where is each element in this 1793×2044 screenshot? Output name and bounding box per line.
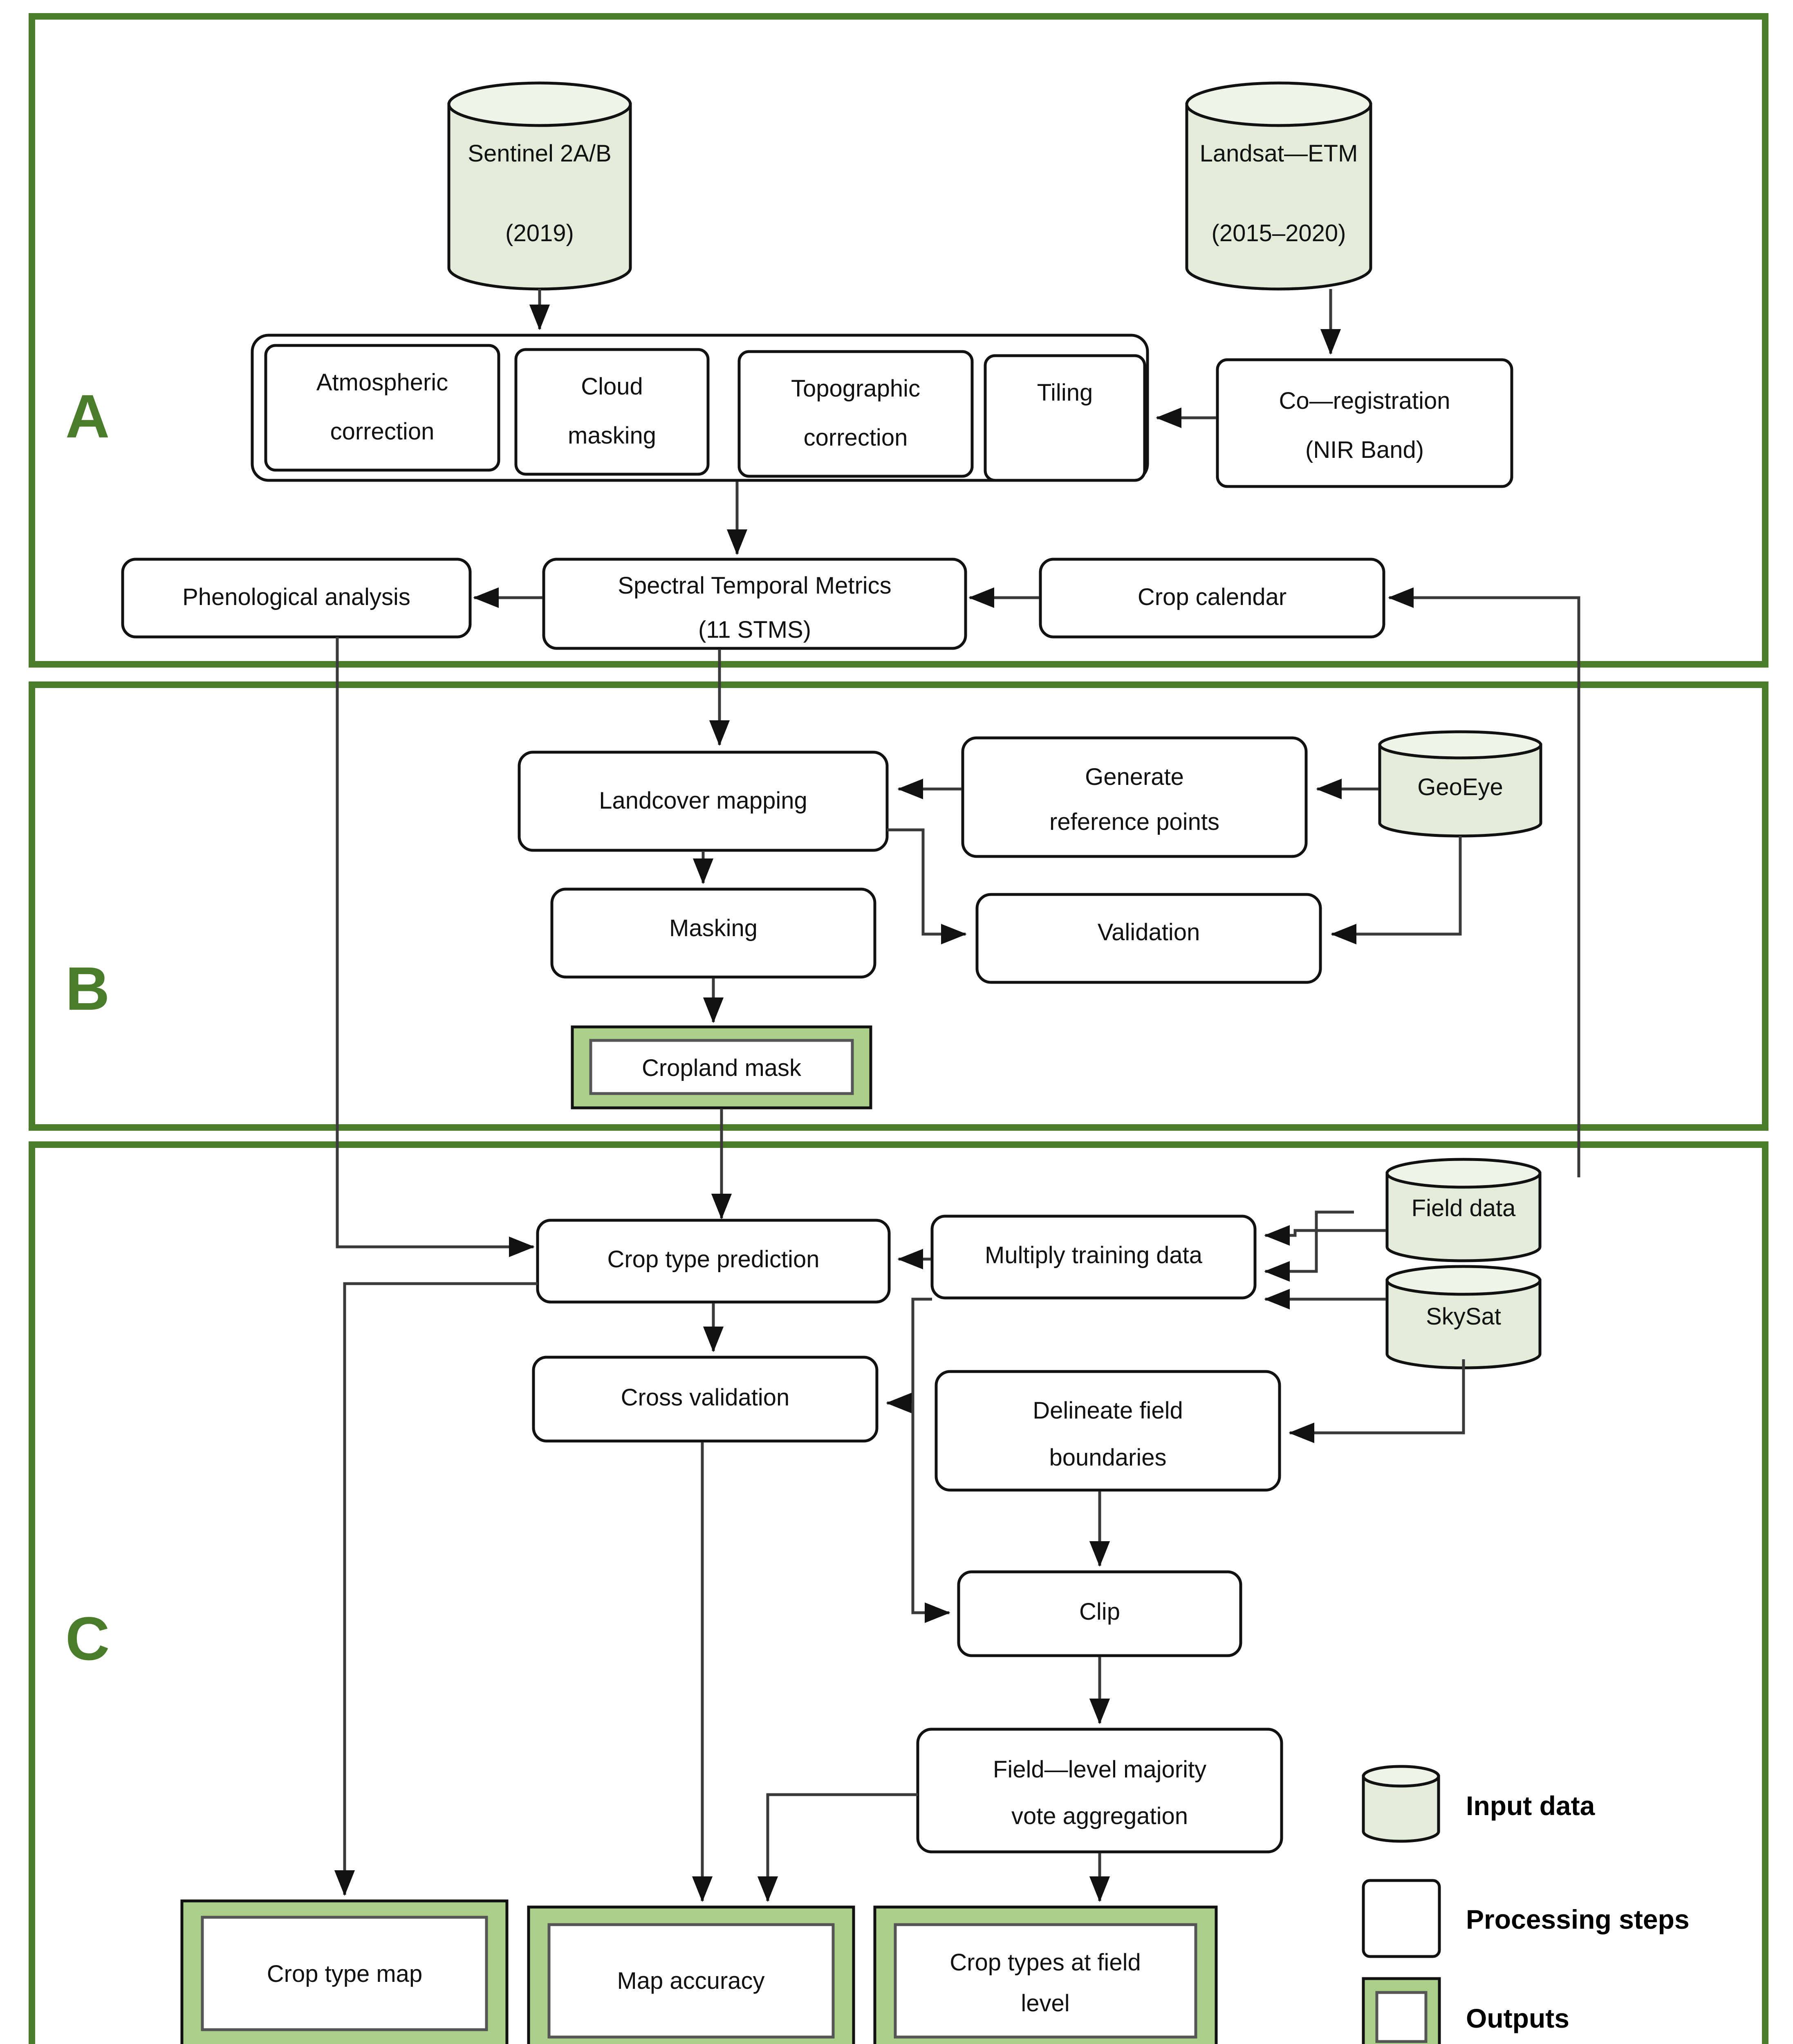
process-label-line2: masking [568,422,656,449]
process-label-line1: Multiply training data [985,1242,1203,1269]
process-label-line2: (11 STMS) [698,616,811,643]
arrow-fielddata-to-multiply-2 [1264,1210,1354,1282]
process-label-line1: Spectral Temporal Metrics [618,572,891,599]
process-box-spectral-temporal-metrics[interactable]: Spectral Temporal Metrics (11 STMS) [542,558,967,650]
output-box-cropland-mask: Cropland mask [571,1025,872,1109]
arrow-prediction-to-croptypemap [334,1282,538,1896]
process-box-masking[interactable]: Masking [550,888,876,979]
section-letter-a: A [65,382,110,450]
process-label-line2: reference points [1049,809,1219,835]
section-a-frame [29,13,1768,668]
process-label-line1: Generate [1085,764,1184,790]
process-label-line1: Delineate field [1033,1397,1183,1424]
process-label-line1: Cloud [581,373,643,400]
process-box-validation[interactable]: Validation [975,893,1322,984]
cylinder-label-line2: (2015–2020) [1212,220,1346,247]
input-cylinder-geoeye: GeoEye [1378,730,1542,838]
process-label-line1: Masking [669,915,758,941]
output-label-line2: level [1021,1990,1069,2017]
process-label-line1: Validation [1098,919,1200,946]
cylinder-label-line2: (2019) [505,220,574,247]
output-box-crop-types-field-level: Crop types at field level [873,1905,1218,2044]
output-box-crop-type-map: Crop type map [180,1899,509,2044]
process-box-delineate-field-boundaries[interactable]: Delineate field boundaries [935,1370,1281,1492]
process-box-tiling[interactable]: Tiling [984,354,1146,482]
arrow-majority-to-mapaccuracy [757,1793,918,1902]
section-c-frame [29,1141,1768,2044]
legend-item-processing-steps: Processing steps [1362,1879,1690,1958]
arrow-geoeye-to-validation [1331,836,1462,945]
process-label-line1: Clip [1079,1598,1120,1625]
process-label-line2: correction [330,418,435,445]
arrow-landcover-to-validation [887,828,967,945]
cylinder-label-line1: Field data [1412,1195,1516,1221]
cylinder-label-line1: Landsat—ETM [1200,140,1358,167]
process-box-landcover-mapping[interactable]: Landcover mapping [518,751,889,852]
process-box-cloud-masking[interactable]: Cloud masking [514,348,710,476]
output-label-line1: Map accuracy [617,1968,764,1994]
cylinder-label-line1: SkySat [1426,1303,1501,1330]
process-box-phenological-analysis[interactable]: Phenological analysis [121,558,472,639]
process-box-crop-calendar[interactable]: Crop calendar [1039,558,1385,639]
legend-item-outputs: Outputs [1362,1977,1569,2044]
section-b-frame [29,681,1768,1131]
process-box-multiply-training-data[interactable]: Multiply training data [930,1215,1257,1300]
input-cylinder-sentinel: Sentinel 2A/B (2019) [447,81,632,291]
process-box-crop-type-prediction[interactable]: Crop type prediction [536,1219,891,1304]
process-box-topographic[interactable]: Topographic correction [737,350,974,478]
legend-label-input-data: Input data [1466,1791,1596,1821]
process-label-line2: correction [804,424,908,451]
input-cylinder-landsat: Landsat—ETM (2015–2020) [1185,81,1372,291]
process-label-line1: Topographic [791,375,920,402]
arrow-skysat-to-delineate [1289,1359,1465,1443]
process-box-clip[interactable]: Clip [957,1570,1242,1657]
process-box-cross-validation[interactable]: Cross validation [532,1356,879,1443]
process-label-line1: Tiling [1037,379,1093,406]
process-box-generate-reference-points[interactable]: Generate reference points [961,736,1308,858]
process-label-line1: Phenological analysis [182,584,410,610]
process-label-line1: Crop calendar [1138,584,1286,610]
input-cylinder-field-data: Field data [1385,1158,1542,1262]
process-label-line1: Co—registration [1279,388,1450,414]
legend-item-input-data: Input data [1362,1765,1596,1843]
arrow-multiply-to-crossval [886,1298,932,1414]
process-box-coregistration[interactable]: Co—registration (NIR Band) [1216,358,1513,488]
process-label-line1: Landcover mapping [599,787,807,814]
output-label-line1: Crop type map [267,1961,422,1987]
output-box-map-accuracy: Map accuracy [527,1905,855,2044]
cylinder-label-line1: GeoEye [1417,774,1503,800]
process-label-line1: Atmospheric [316,369,448,396]
process-box-atmospheric[interactable]: Atmospheric correction [264,344,500,472]
process-label-line2: vote aggregation [1011,1803,1188,1829]
legend-label-processing-steps: Processing steps [1466,1904,1690,1934]
arrow-multiply-to-clip [911,1403,950,1623]
process-box-majority-vote[interactable]: Field—level majority vote aggregation [916,1728,1283,1853]
process-label-line2: boundaries [1049,1444,1167,1471]
connector-fielddata-to-cropcalendar [1388,587,1580,1177]
arrow-fielddata-to-multiply [1264,1225,1386,1246]
output-label-line1: Cropland mask [642,1055,802,1081]
section-letter-c: C [65,1604,110,1673]
legend-label-outputs: Outputs [1466,2003,1569,2033]
process-label-line2: (NIR Band) [1305,437,1424,463]
input-cylinder-skysat: SkySat [1385,1265,1542,1369]
legend: Input data Processing steps Outputs [1362,1765,1690,2044]
process-label-line1: Field—level majority [993,1756,1206,1783]
cylinder-label-line1: Sentinel 2A/B [468,140,611,167]
section-letter-b: B [65,954,110,1023]
process-label-line1: Crop type prediction [607,1246,819,1273]
process-label-line1: Cross validation [621,1384,790,1411]
connector-phenology-to-prediction [336,637,535,1257]
output-label-line1: Crop types at field [950,1949,1141,1976]
